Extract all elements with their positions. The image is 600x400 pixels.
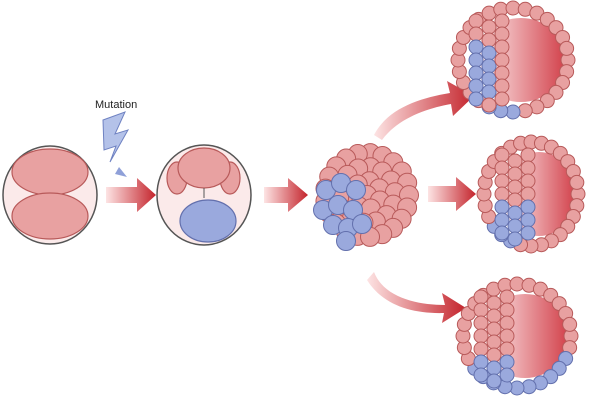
cell-normal [494, 39, 510, 55]
cell-normal [486, 308, 502, 324]
cell-normal [494, 78, 510, 94]
cell-normal [481, 32, 497, 48]
cell-mutant [520, 212, 536, 228]
blastocyst-middle [476, 134, 586, 254]
cell-mutant [481, 58, 497, 74]
cell-normal [486, 334, 502, 350]
cell-mutant [481, 71, 497, 87]
cell-normal [520, 186, 536, 202]
cell-normal [494, 26, 510, 42]
two-cell-embryo [2, 145, 98, 245]
cell-normal [494, 13, 510, 29]
cell-normal [507, 153, 523, 169]
cell-mutant [499, 354, 515, 370]
lightning-bolt-icon [102, 111, 130, 163]
cell-normal [486, 295, 502, 311]
cell-normal [562, 316, 578, 332]
cell-mutant [468, 78, 484, 94]
cell-normal [520, 173, 536, 189]
cell-normal [507, 192, 523, 208]
cell-normal [494, 91, 510, 107]
cell-normal [473, 315, 489, 331]
cell-mutant [336, 231, 356, 251]
cell-mutant [499, 367, 515, 383]
cell-mutant [473, 354, 489, 370]
cell-normal [520, 147, 536, 163]
cell-normal [499, 302, 515, 318]
cell-mutant [468, 52, 484, 68]
cell-mutant [486, 360, 502, 376]
cell-mutant [507, 231, 523, 247]
cell-mutant [468, 65, 484, 81]
cell-normal [569, 174, 585, 190]
arrow-right-icon [264, 178, 308, 212]
cell-normal [499, 289, 515, 305]
cell-normal [481, 97, 497, 113]
cell-mutant [473, 367, 489, 383]
cell-mutant [486, 373, 502, 389]
cell-normal [468, 26, 484, 42]
cell-normal [559, 40, 575, 56]
blastomere-normal [11, 148, 89, 196]
arrow-curved-up-icon [374, 81, 474, 140]
cell-normal [520, 160, 536, 176]
cell-normal [473, 341, 489, 357]
cell-mutant [468, 39, 484, 55]
blastocyst-top [450, 0, 576, 120]
blastomere-normal [177, 147, 231, 189]
cell-normal [494, 52, 510, 68]
cell-normal [494, 65, 510, 81]
cell-mutant [346, 180, 366, 200]
cell-normal [499, 328, 515, 344]
cell-normal [499, 341, 515, 357]
cell-normal [473, 289, 489, 305]
mutation-label: Mutation [95, 99, 138, 111]
cell-normal [481, 19, 497, 35]
cell-mutant [494, 199, 510, 215]
cell-mutant [352, 214, 372, 234]
cell-normal [473, 328, 489, 344]
cell-mutant [494, 212, 510, 228]
cell-normal [486, 347, 502, 363]
blastomere-normal [11, 192, 89, 240]
cell-normal [494, 173, 510, 189]
cell-normal [507, 179, 523, 195]
cell-mutant [468, 91, 484, 107]
arrow-right-icon [428, 177, 476, 211]
cell-mutant [507, 218, 523, 234]
cell-normal [468, 13, 484, 29]
morula [313, 143, 419, 251]
cell-normal [494, 186, 510, 202]
blastomere-mutant [179, 199, 237, 243]
cell-normal [486, 321, 502, 337]
lightning-arrowhead-icon [115, 167, 127, 177]
cell-mutant [494, 225, 510, 241]
cell-mutant [481, 84, 497, 100]
cell-mutant [507, 205, 523, 221]
cell-normal [494, 160, 510, 176]
four-cell-embryo [156, 144, 252, 246]
cell-mutant [520, 199, 536, 215]
cell-normal [499, 315, 515, 331]
cell-normal [473, 302, 489, 318]
blastocyst-bottom [455, 276, 579, 396]
cell-mutant [520, 225, 536, 241]
arrow-right-icon [106, 178, 156, 212]
cell-normal [507, 166, 523, 182]
cell-normal [494, 147, 510, 163]
arrow-curved-down-icon [367, 272, 466, 323]
cell-mutant [481, 45, 497, 61]
